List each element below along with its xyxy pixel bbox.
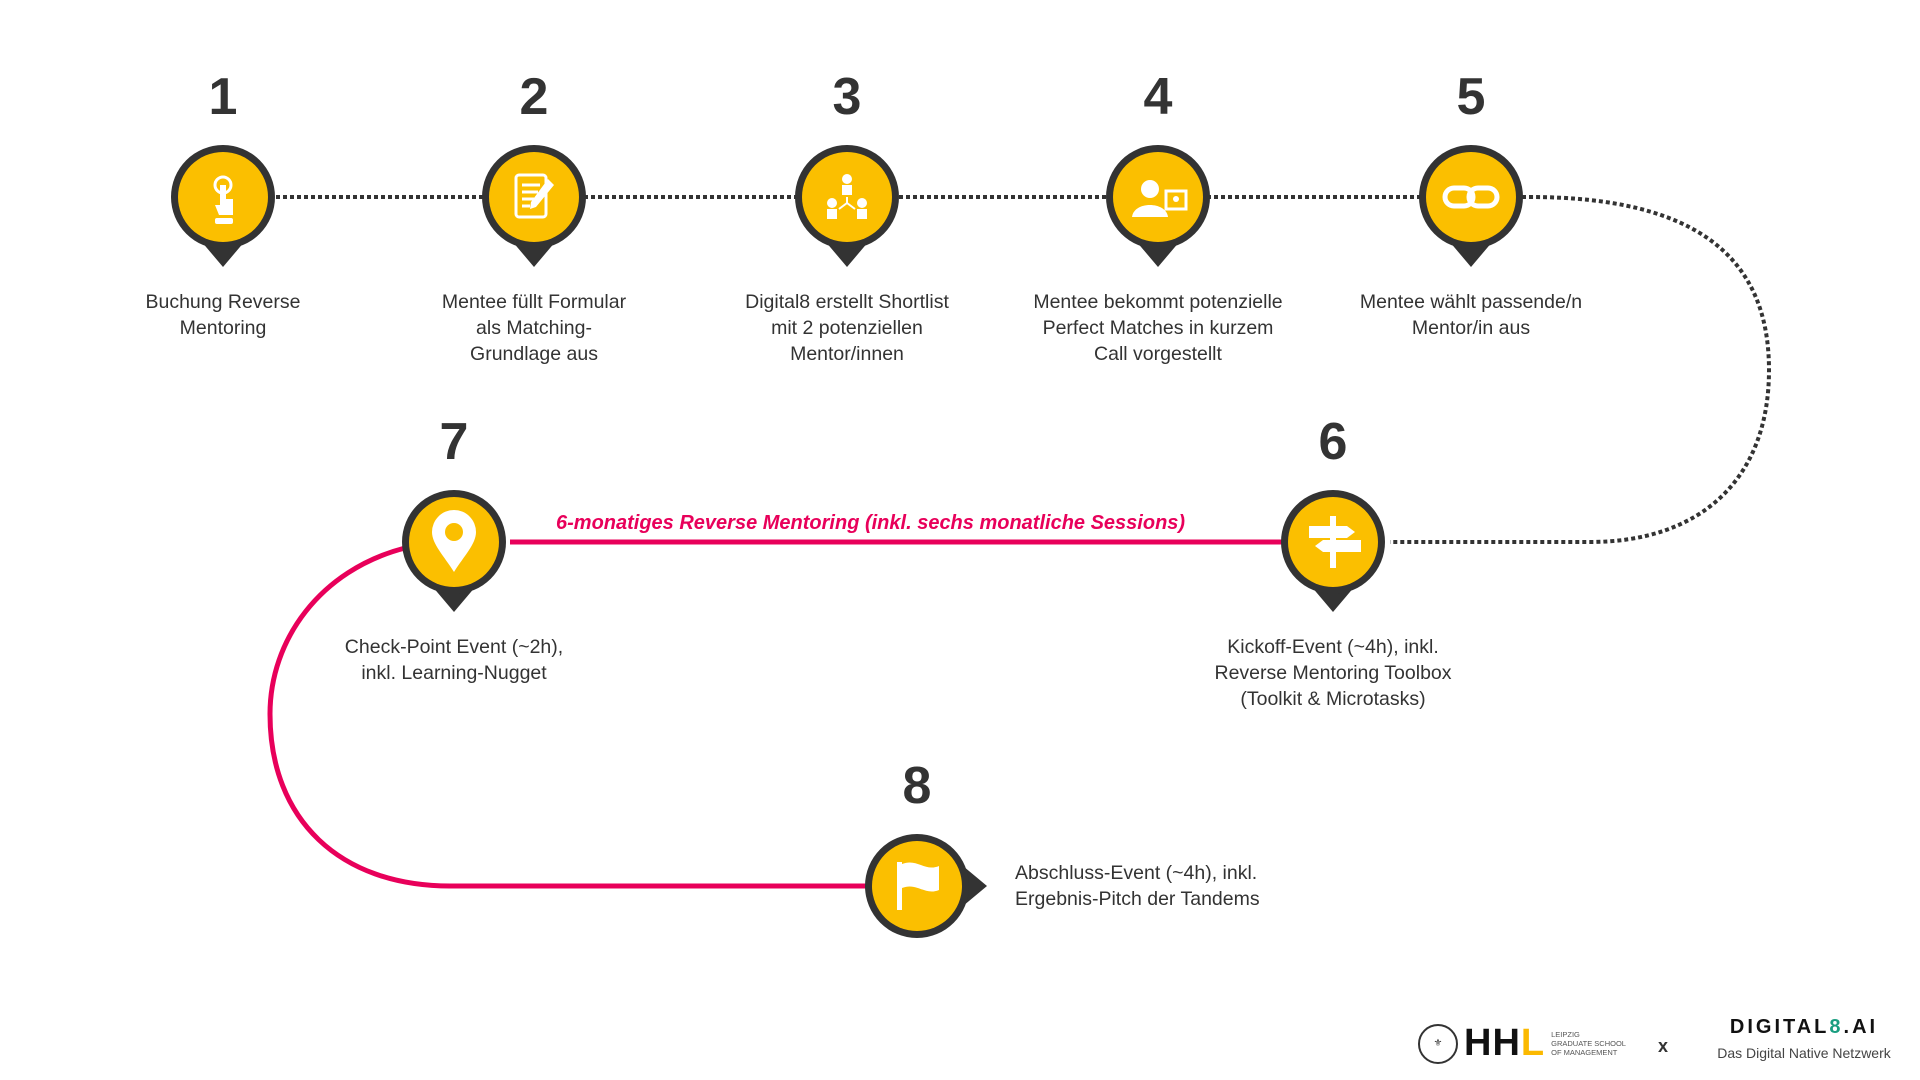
step-pin-5 bbox=[1419, 145, 1523, 267]
phase-label: 6-monatiges Reverse Mentoring (inkl. sec… bbox=[556, 512, 1186, 534]
digital8-tagline: Das Digital Native Netzwerk bbox=[1717, 1045, 1891, 1061]
step-number: 1 bbox=[208, 68, 238, 126]
signpost-icon bbox=[1309, 516, 1361, 568]
step-number: 8 bbox=[902, 757, 932, 815]
step-number: 7 bbox=[439, 413, 469, 471]
digital8-logo: DIGITAL8.AI Das Digital Native Netzwerk bbox=[1706, 1016, 1902, 1061]
link-icon bbox=[1442, 185, 1500, 209]
step-number: 6 bbox=[1318, 413, 1348, 471]
flag-icon bbox=[897, 862, 939, 910]
logo-separator: x bbox=[1658, 1036, 1669, 1056]
step-label: Mentee wählt passende/n Mentor/in aus bbox=[1359, 291, 1583, 339]
step-label: Digital8 erstellt Shortlist mit 2 potenz… bbox=[745, 291, 949, 365]
step-number: 2 bbox=[519, 68, 549, 126]
step-pin-8 bbox=[865, 834, 987, 938]
step-number: 5 bbox=[1456, 68, 1486, 126]
step-pin-1 bbox=[171, 145, 275, 267]
step-label: Abschluss-Event (~4h), inkl. Ergebnis-Pi… bbox=[1015, 862, 1260, 910]
step-number: 4 bbox=[1143, 68, 1173, 126]
step-pin-7 bbox=[402, 490, 506, 612]
step-pin-4 bbox=[1106, 145, 1210, 267]
step-label: Check-Point Event (~2h), inkl. Learning-… bbox=[344, 636, 564, 684]
hhl-logo: ⚜ HHL LEIPZIG GRADUATE SCHOOL OF MANAGEM… bbox=[1418, 1022, 1626, 1065]
step-pin-2 bbox=[482, 145, 586, 267]
step-pin-6 bbox=[1281, 490, 1385, 612]
form-pencil-icon bbox=[514, 173, 554, 219]
hhl-subtitle: LEIPZIG GRADUATE SCHOOL OF MANAGEMENT bbox=[1551, 1030, 1626, 1057]
video-call-icon bbox=[1132, 180, 1188, 217]
hhl-seal-icon: ⚜ bbox=[1418, 1023, 1458, 1064]
step-label: Kickoff-Event (~4h), inkl. Reverse Mento… bbox=[1214, 636, 1452, 710]
hand-pointer-icon bbox=[213, 175, 233, 224]
people-network-icon bbox=[827, 174, 867, 219]
location-pin-icon bbox=[432, 510, 476, 572]
dotted-connector bbox=[276, 195, 1772, 544]
step-label: Mentee füllt Formular als Matching- Grun… bbox=[441, 291, 627, 365]
step-label: Mentee bekommt potenzielle Perfect Match… bbox=[1033, 291, 1283, 365]
step-label: Buchung Reverse Mentoring bbox=[145, 291, 301, 339]
step-number: 3 bbox=[832, 68, 862, 126]
phase-line bbox=[267, 539, 1290, 889]
step-pin-3 bbox=[795, 145, 899, 267]
